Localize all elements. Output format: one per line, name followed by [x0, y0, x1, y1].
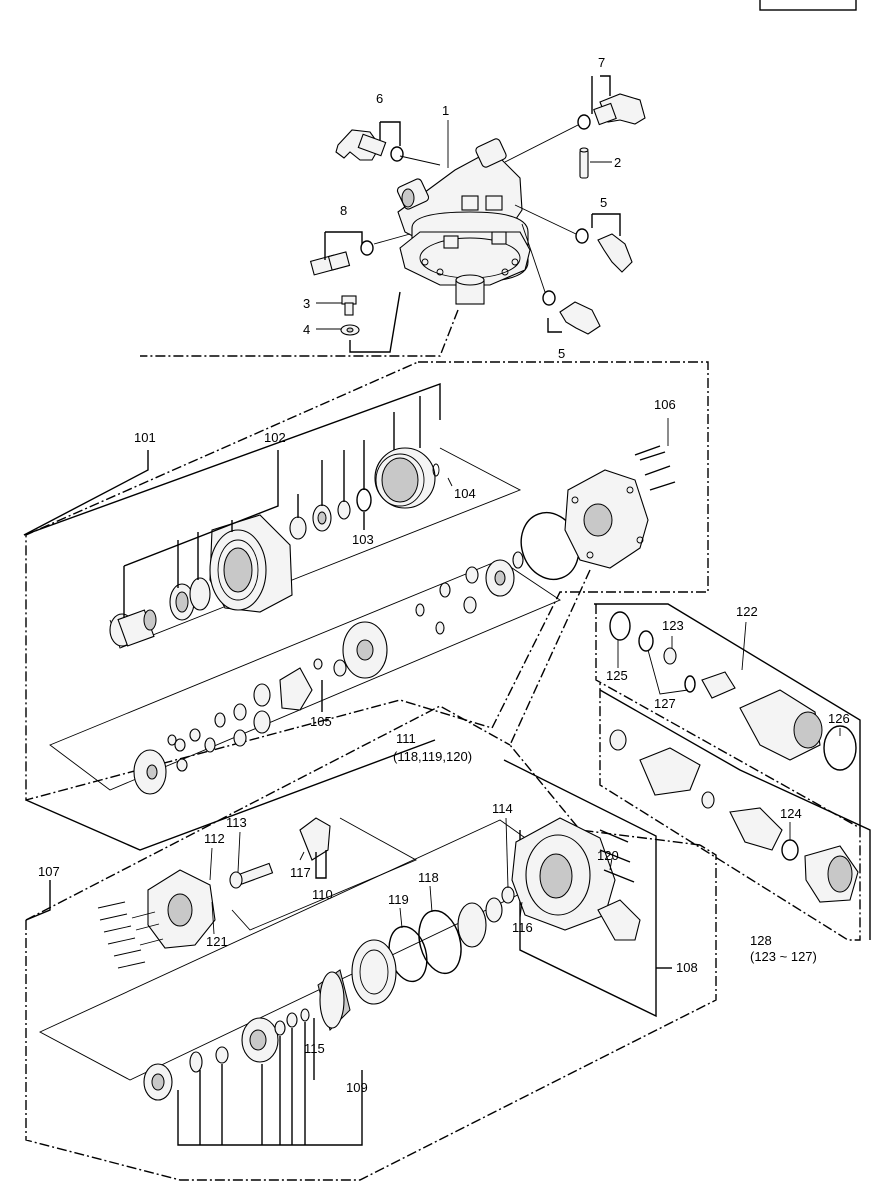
callout-127: 127: [654, 696, 676, 711]
callout-106: 106: [654, 397, 676, 412]
elbow-fitting-6: [335, 129, 387, 161]
callout-124: 124: [780, 806, 802, 821]
bolt-3: [341, 295, 357, 316]
callout-101: 101: [134, 430, 156, 445]
callout-112: 112: [204, 831, 225, 846]
callout-111-sub: (118,119,120): [393, 749, 472, 764]
callout-122: 122: [736, 604, 758, 619]
o-ring-5-lower: [542, 290, 556, 306]
callout-115: 115: [304, 1041, 325, 1056]
callout-118: 118: [418, 870, 439, 885]
planetary-gears-lower: [415, 551, 524, 635]
frame-122-lower: [599, 689, 871, 940]
thrust-plate: [133, 749, 167, 795]
cover-108: [511, 817, 641, 941]
elbow-fitting-7: [593, 93, 646, 126]
callout-104: 104: [454, 486, 476, 501]
callout-123: 123: [662, 618, 684, 633]
callout-labels: 1 2 3 4 5 5 6 7 8 101 102 103 104 105 10…: [38, 55, 850, 1095]
frame-107: [25, 844, 717, 1181]
brake-plates-bolts: [97, 869, 216, 969]
tray-110: [231, 817, 418, 931]
callout-117: 117: [290, 865, 311, 880]
seal-rings-118-119: [388, 886, 515, 983]
washer-4: [340, 324, 360, 336]
callout-108: 108: [676, 960, 698, 975]
callout-111: 111: [396, 731, 416, 746]
ring-gear: [374, 447, 436, 509]
callout-6: 6: [376, 91, 383, 106]
straight-fitting-8: [309, 251, 351, 276]
connector-dash-mid: [509, 569, 701, 846]
connector-dash-top: [140, 309, 459, 357]
planetary-gears-105: [167, 667, 313, 772]
callout-116: 116: [512, 920, 533, 935]
callout-4: 4: [303, 322, 310, 337]
callout-2: 2: [614, 155, 621, 170]
leader-lines-122: [617, 621, 841, 840]
o-ring-8: [360, 240, 374, 256]
friction-disc-pack: [317, 969, 351, 1031]
elbow-fitting-5-upper: [597, 233, 633, 273]
brake-piston: [351, 939, 397, 1005]
callout-119: 119: [388, 892, 409, 907]
o-ring-5-upper: [575, 228, 589, 244]
callout-107: 107: [38, 864, 60, 879]
valve-spool-113: [229, 817, 331, 889]
callout-128-sub: (123 ~ 127): [750, 949, 817, 964]
cover-plate-106: [564, 469, 649, 569]
callout-120: 120: [597, 848, 619, 863]
gear-carrier-115: [189, 1008, 310, 1073]
callout-5-upper: 5: [600, 195, 607, 210]
callout-109: 109: [346, 1080, 368, 1095]
frame-101: [25, 361, 709, 801]
sun-gear: [143, 1063, 173, 1101]
bolts-106: [634, 445, 676, 491]
bolts-120: [599, 829, 635, 883]
callout-110: 110: [312, 887, 333, 902]
tray-101: [49, 559, 561, 791]
motor-housing-102: [209, 514, 293, 613]
o-ring-6: [390, 146, 404, 162]
bearing-set: [289, 488, 372, 540]
callout-105: 105: [310, 714, 332, 729]
frame-108: [503, 759, 657, 1018]
page-number-box: [759, 0, 857, 11]
callout-125: 125: [606, 668, 628, 683]
ring-small: [432, 463, 440, 477]
elbow-fitting-5-lower: [559, 301, 601, 335]
callout-1: 1: [442, 103, 449, 118]
callout-126: 126: [828, 711, 850, 726]
bearing: [189, 577, 211, 611]
callout-128: 128: [750, 933, 772, 948]
leader-lines-top: [316, 75, 621, 353]
callout-113: 113: [226, 815, 247, 830]
callout-8: 8: [340, 203, 347, 218]
frame-107-top: [25, 705, 511, 921]
pin-2: [579, 147, 589, 179]
callout-114: 114: [492, 801, 513, 816]
callout-103: 103: [352, 532, 374, 547]
swivel-joint-assembly: [396, 138, 531, 305]
callout-3: 3: [303, 296, 310, 311]
carrier-plate: [313, 621, 388, 679]
o-ring-7: [577, 114, 591, 130]
callout-5-lower: 5: [558, 346, 565, 361]
callout-7: 7: [598, 55, 605, 70]
frame-101-inner: [23, 383, 441, 851]
frame-122-inner: [595, 604, 861, 941]
callout-121: 121: [206, 934, 228, 949]
leader-lines-107: [25, 817, 672, 1146]
leader-lines-101: [23, 396, 669, 712]
drive-shaft-gear: [109, 609, 157, 647]
frame-122: [594, 603, 861, 828]
callout-102: 102: [264, 430, 286, 445]
